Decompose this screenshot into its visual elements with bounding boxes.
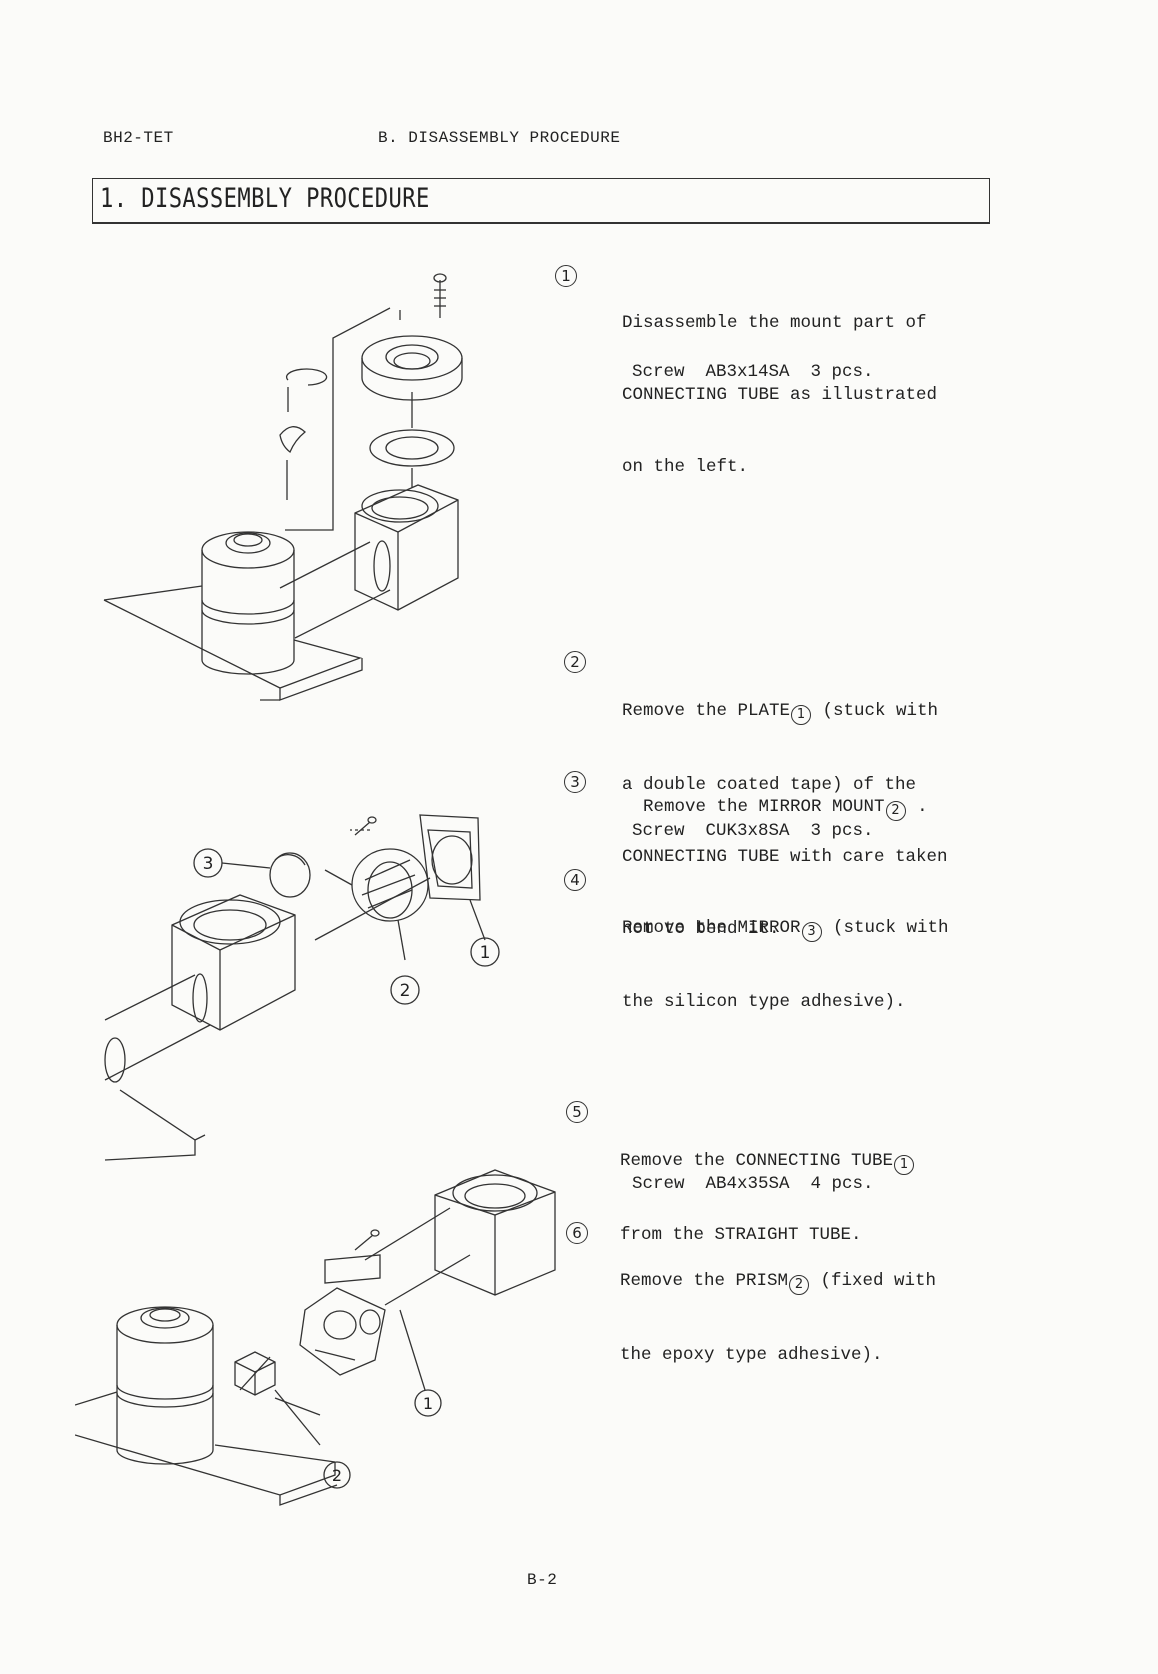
figure-1-connecting-tube-mount <box>103 273 463 701</box>
figure-2-callout: 2 <box>400 981 411 1001</box>
step-1-text: Disassemble the mount part of CONNECTING… <box>622 263 937 503</box>
step-6-part-ref: 2 <box>789 1275 810 1295</box>
step-4-part-ref: 3 <box>801 922 822 942</box>
step-2-line: CONNECTING TUBE with care taken <box>622 847 948 867</box>
step-3-number: 3 <box>564 771 586 793</box>
step-6-number: 6 <box>566 1222 588 1244</box>
step-2-pre: Remove the PLATE <box>622 701 791 721</box>
figure-2-callout: 3 <box>203 854 214 874</box>
step-4-line: the silicon type adhesive). <box>622 992 906 1012</box>
step-6-post: (fixed with <box>810 1271 937 1291</box>
step-5-number: 5 <box>566 1101 588 1123</box>
step-5-line: from the STRAIGHT TUBE. <box>620 1225 862 1245</box>
step-5-part-ref: 1 <box>894 1155 915 1175</box>
step-2-part-ref: 1 <box>791 705 812 725</box>
step-1-line: CONNECTING TUBE as illustrated <box>622 385 938 405</box>
step-2-post: (stuck with <box>812 701 939 721</box>
section-heading: B. DISASSEMBLY PROCEDURE <box>378 129 621 147</box>
page-number: B-2 <box>527 1571 558 1589</box>
title-box <box>92 178 990 224</box>
step-1-number: 1 <box>555 265 577 287</box>
step-1-line: Disassemble the mount part of <box>622 313 927 333</box>
step-3-part-ref: 2 <box>885 801 906 821</box>
figure-3-prism-removal: 1 2 <box>75 1169 556 1506</box>
step-6-line: the epoxy type adhesive). <box>620 1345 883 1365</box>
step-3-post: . <box>906 797 928 817</box>
step-4-number: 4 <box>564 869 586 891</box>
figure-3-callout: 2 <box>332 1466 342 1485</box>
step-4-post: (stuck with <box>822 918 949 938</box>
page-title: 1. DISASSEMBLY PROCEDURE <box>100 183 430 214</box>
step-2-line: not to bend it. <box>622 919 780 939</box>
step-4-pre: Remove the MIRROR <box>622 918 801 938</box>
step-1-screw-spec: Screw AB3x14SA 3 pcs. <box>632 362 874 382</box>
step-3-pre: Remove the MIRROR MOUNT <box>643 797 885 817</box>
figure-2-mirror-mount: 3 1 2 <box>104 814 500 1161</box>
step-2-number: 2 <box>564 651 586 673</box>
step-2-line: a double coated tape) of the <box>622 775 917 795</box>
document-model: BH2-TET <box>103 129 174 147</box>
figure-3-callout: 1 <box>423 1394 433 1413</box>
step-5-screw-spec: Screw AB4x35SA 4 pcs. <box>632 1174 874 1194</box>
step-5-pre: Remove the CONNECTING TUBE <box>620 1151 894 1171</box>
step-3-screw-spec: Screw CUK3x8SA 3 pcs. <box>632 821 874 841</box>
step-6-pre: Remove the PRISM <box>620 1271 789 1291</box>
step-1-line: on the left. <box>622 457 749 477</box>
figure-2-callout: 1 <box>480 943 491 963</box>
